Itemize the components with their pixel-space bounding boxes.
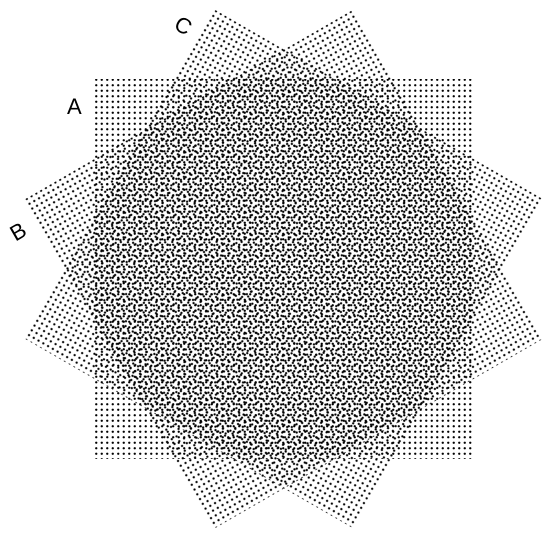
grid-label-a: A — [67, 94, 82, 119]
overlapping-dot-grids — [24, 9, 544, 529]
dot-grid-c — [24, 9, 544, 529]
